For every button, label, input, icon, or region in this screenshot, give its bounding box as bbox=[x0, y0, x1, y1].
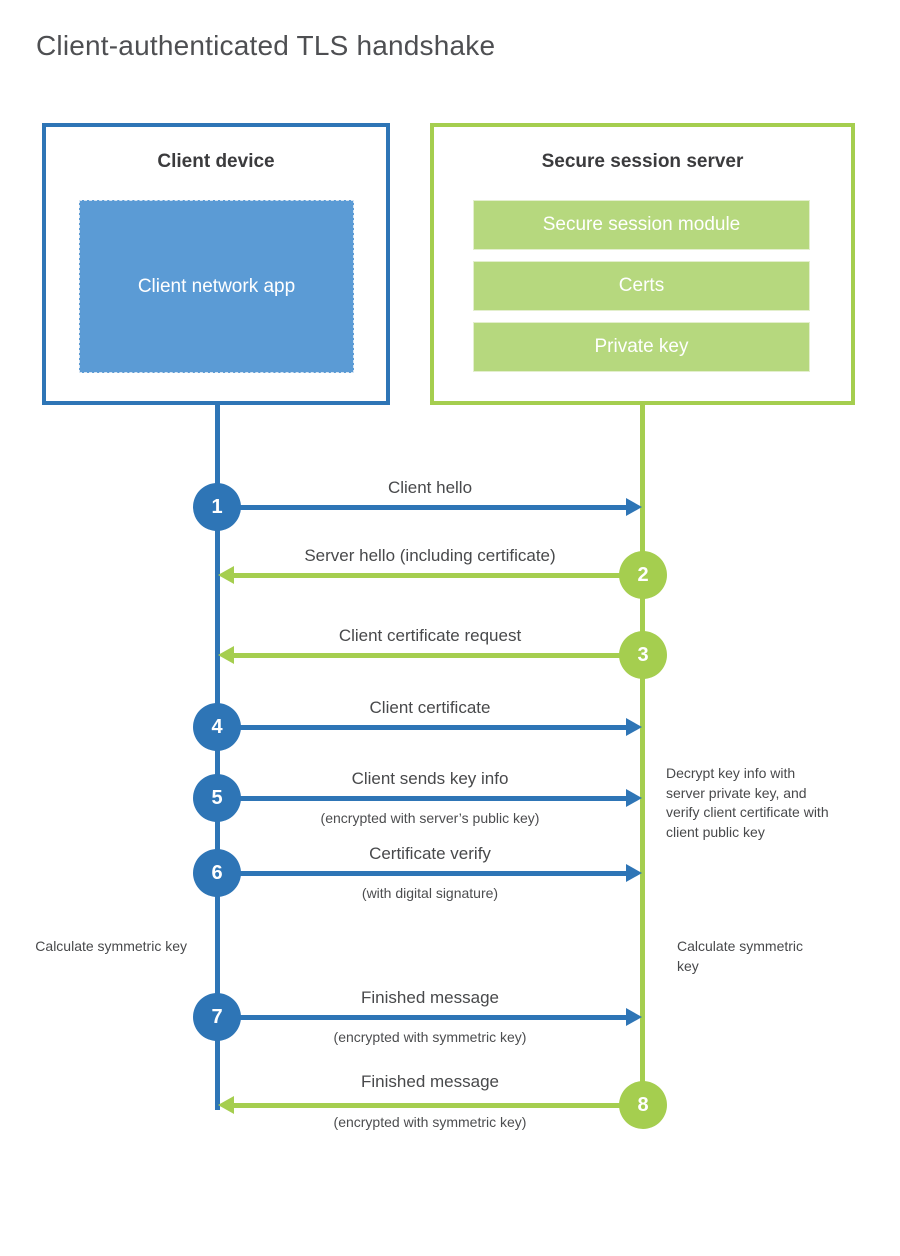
client-calculate-key-note: Calculate symmetric key bbox=[35, 938, 187, 954]
step-1-marker: 1 bbox=[193, 483, 241, 531]
client-device-title: Client device bbox=[157, 151, 275, 172]
step-4-marker: 4 bbox=[193, 703, 241, 751]
secure-session-server-title: Secure session server bbox=[541, 151, 744, 172]
client-device-box: Client device Client network app bbox=[42, 123, 390, 405]
step-8-sublabel: (encrypted with symmetric key) bbox=[333, 1114, 527, 1130]
step-8-label: Finished message bbox=[361, 1072, 499, 1091]
server-module-label: Secure session module bbox=[542, 214, 741, 235]
server-module-private-key: Private key bbox=[473, 322, 810, 372]
client-lifeline bbox=[215, 405, 220, 1110]
step-7-sublabel: (encrypted with symmetric key) bbox=[333, 1029, 527, 1045]
server-module-certs: Certs bbox=[473, 261, 810, 311]
step-3-label: Client certificate request bbox=[338, 626, 522, 645]
step-7-arrow bbox=[217, 1008, 642, 1026]
page-title: Client-authenticated TLS handshake bbox=[36, 30, 496, 61]
server-module-label: Certs bbox=[618, 275, 665, 296]
arrow-head-right-icon bbox=[626, 864, 642, 882]
step-5-marker: 5 bbox=[193, 774, 241, 822]
step-1-arrow bbox=[217, 498, 642, 516]
arrow-head-left-icon bbox=[218, 646, 234, 664]
step-4-label: Client certificate bbox=[369, 698, 491, 717]
arrow-head-right-icon bbox=[626, 718, 642, 736]
server-module-label: Private key bbox=[594, 336, 689, 357]
arrow-head-right-icon bbox=[626, 789, 642, 807]
step-2-marker: 2 bbox=[619, 551, 667, 599]
step-4-arrow bbox=[217, 718, 642, 736]
step-6-label: Certificate verify bbox=[369, 844, 491, 863]
step-8-marker: 8 bbox=[619, 1081, 667, 1129]
step-2-arrow bbox=[218, 566, 643, 584]
step-6-marker: 6 bbox=[193, 849, 241, 897]
client-network-app-label: Client network app bbox=[137, 275, 296, 297]
step-7-label: Finished message bbox=[361, 988, 499, 1007]
step-5-label: Client sends key info bbox=[351, 769, 509, 788]
arrow-head-right-icon bbox=[626, 498, 642, 516]
step-3-arrow bbox=[218, 646, 643, 664]
step-7-marker: 7 bbox=[193, 993, 241, 1041]
step-6-arrow bbox=[217, 864, 642, 882]
step-5-arrow bbox=[217, 789, 642, 807]
arrow-head-right-icon bbox=[626, 1008, 642, 1026]
server-lifeline bbox=[640, 405, 645, 1105]
step-8-arrow bbox=[218, 1096, 643, 1114]
step-6-sublabel: (with digital signature) bbox=[361, 885, 499, 901]
client-network-app-box: Client network app bbox=[79, 200, 354, 373]
server-calculate-key-note: Calculate symmetric key bbox=[677, 938, 804, 974]
arrow-head-left-icon bbox=[218, 1096, 234, 1114]
step-2-label: Server hello (including certificate) bbox=[304, 546, 556, 565]
server-module-secure-session: Secure session module bbox=[473, 200, 810, 250]
step-1-label: Client hello bbox=[387, 478, 473, 497]
step-5-sublabel: (encrypted with server’s public key) bbox=[320, 810, 540, 826]
server-decrypt-note: Decrypt key info with server private key… bbox=[666, 765, 829, 840]
secure-session-server-box: Secure session server Secure session mod… bbox=[430, 123, 855, 405]
arrow-head-left-icon bbox=[218, 566, 234, 584]
step-3-marker: 3 bbox=[619, 631, 667, 679]
